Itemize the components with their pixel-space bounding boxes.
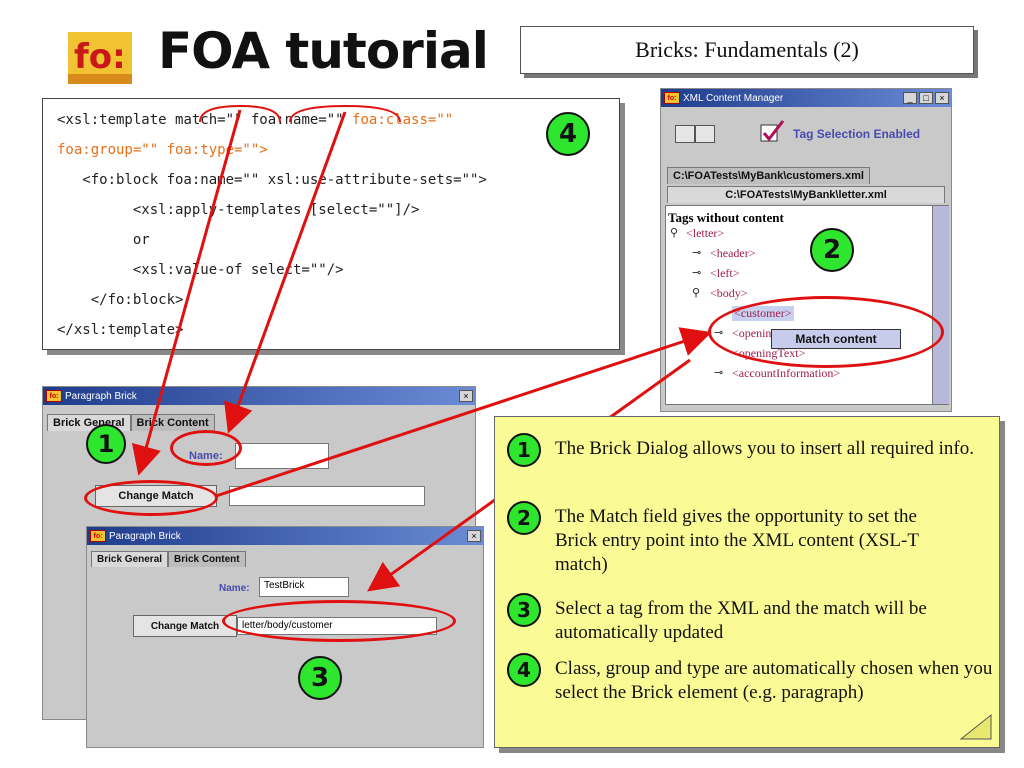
arrow-change-match-to-xml [215,327,712,498]
collapse-icon[interactable]: ⊸ [714,367,724,379]
minimize-icon[interactable]: _ [903,92,917,104]
tree-item-header[interactable]: <header> [710,246,756,260]
brace-match [199,104,281,123]
tree-item-body[interactable]: <body> [710,286,748,300]
code-line-2: foa:group="" foa:type=""> [57,142,268,158]
collapse-icon[interactable]: ⊸ [692,267,702,279]
tab-brick-general[interactable]: Brick General [91,551,169,567]
close-icon[interactable]: × [459,390,473,402]
code-line-4: <xsl:apply-templates [select=""]/> [57,202,420,218]
tab-customers-xml[interactable]: C:\FOATests\MyBank\customers.xml [667,167,870,184]
tree-header: Tags without content [668,210,784,225]
marker-2: 2 [810,228,854,272]
dialog-back-title: Paragraph Brick [65,390,137,402]
tag-selection-label: Tag Selection Enabled [793,127,921,141]
expand-icon[interactable]: ⚲ [692,287,701,299]
page-curl-icon [959,713,992,740]
expand-icon[interactable]: ⚲ [670,227,679,239]
name-label: Name: [219,583,250,594]
checkbox-icon[interactable] [759,119,785,145]
trash-icon[interactable] [695,125,715,143]
open-folder-icon[interactable] [675,125,695,143]
note-marker-2: 2 [507,501,541,535]
maximize-icon[interactable]: □ [919,92,933,104]
arrow-match-to-change-match [131,109,242,476]
code-line-6: <xsl:value-of select=""/> [57,262,344,278]
page-subtitle: Bricks: Fundamentals (2) [520,26,974,74]
arrow-name-to-name-field [224,111,347,434]
note-marker-3: 3 [507,593,541,627]
logo-text: fo: [74,37,126,77]
highlight-ellipse-match-field [222,600,456,642]
note-text-2: The Match field gives the opportunity to… [555,506,919,575]
tab-brick-content[interactable]: Brick Content [168,551,246,567]
tree-scrollbar[interactable] [932,206,949,404]
code-line-8: </xsl:template> [57,322,184,338]
xml-manager-title: XML Content Manager [683,92,784,104]
name-input[interactable] [235,443,329,469]
tree-item-account-information[interactable]: <accountInformation> [732,366,841,380]
note-text-1: The Brick Dialog allows you to insert al… [555,438,974,459]
tab-letter-xml[interactable]: C:\FOATests\MyBank\letter.xml [667,186,945,203]
close-icon[interactable]: × [467,530,481,542]
page-title: FOA tutorial [158,22,489,80]
note-marker-4: 4 [507,653,541,687]
tree-item-letter[interactable]: <letter> [686,226,725,240]
note-text-3: Select a tag from the XML and the match … [555,598,927,643]
app-icon: fo: [664,92,680,104]
dialog-front-titlebar: fo: Paragraph Brick × [87,527,483,545]
dialog-back-titlebar: fo: Paragraph Brick × [43,387,475,405]
collapse-icon[interactable]: ⊸ [692,247,702,259]
code-line-7: </fo:block> [57,292,184,308]
app-icon: fo: [46,390,62,402]
foa-logo: fo: [66,30,134,86]
app-icon: fo: [90,530,106,542]
explanation-note: 1 The Brick Dialog allows you to insert … [494,416,1000,748]
code-line-1: <xsl:template match="" foa:name="" foa:c… [57,112,454,128]
tree-item-left[interactable]: <left> [710,266,740,280]
marker-1: 1 [86,424,126,464]
close-icon[interactable]: × [935,92,949,104]
marker-4: 4 [546,112,590,156]
match-input[interactable] [229,486,425,506]
highlight-ellipse-change-match [84,480,218,516]
code-line-5: or [57,232,150,248]
highlight-ellipse-name [170,430,242,466]
note-marker-1: 1 [507,433,541,467]
xml-manager-titlebar: fo: XML Content Manager _ □ × [661,89,951,107]
brace-name [289,104,401,123]
marker-3: 3 [298,656,342,700]
dialog-front-title: Paragraph Brick [109,530,181,542]
xsl-code-block: <xsl:template match="" foa:name="" foa:c… [42,98,620,350]
name-input[interactable]: TestBrick [259,577,349,597]
note-text-4: Class, group and type are automatically … [555,658,993,703]
